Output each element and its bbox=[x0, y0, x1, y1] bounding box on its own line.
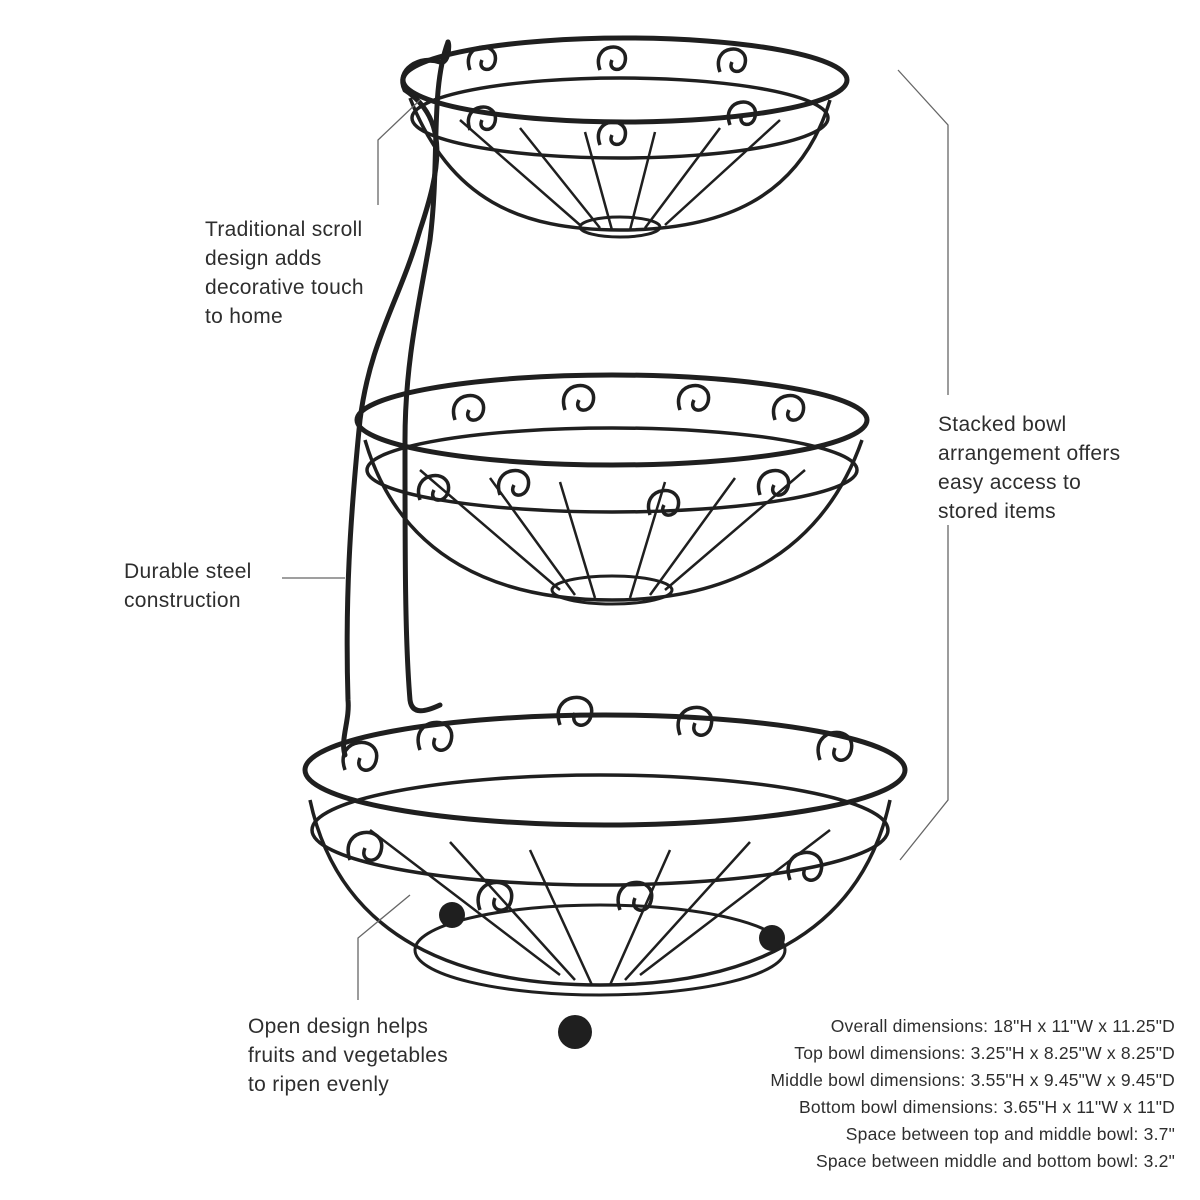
callout-line: Durable steel bbox=[124, 560, 252, 583]
callout-line: design adds bbox=[205, 247, 322, 270]
dimension-overall: Overall dimensions: 18"H x 11"W x 11.25"… bbox=[830, 1016, 1175, 1036]
callout-line: to ripen evenly bbox=[248, 1073, 390, 1096]
top-bowl bbox=[400, 35, 850, 239]
callout-line: easy access to bbox=[938, 471, 1082, 494]
callout-open-design: Open design helps fruits and vegetables … bbox=[248, 1012, 448, 1099]
dimension-bottom-bowl: Bottom bowl dimensions: 3.65"H x 11"W x … bbox=[799, 1097, 1175, 1117]
callout-line: Open design helps bbox=[248, 1015, 429, 1038]
callout-line: Stacked bowl bbox=[938, 413, 1067, 436]
dimension-space-top-middle: Space between top and middle bowl: 3.7" bbox=[845, 1124, 1175, 1144]
bottom-bowl bbox=[302, 695, 908, 997]
middle-bowl bbox=[354, 372, 870, 606]
leader-lines bbox=[282, 69, 949, 1000]
callout-line: stored items bbox=[938, 500, 1056, 523]
callout-scroll-design: Traditional scroll design adds decorativ… bbox=[205, 215, 364, 331]
callout-line: to home bbox=[205, 305, 283, 328]
callout-line: Traditional scroll bbox=[205, 218, 363, 241]
dimensions-list: Overall dimensions: 18"H x 11"W x 11.25"… bbox=[770, 1013, 1175, 1175]
dimension-space-middle-bottom: Space between middle and bottom bowl: 3.… bbox=[816, 1151, 1175, 1171]
callout-line: construction bbox=[124, 589, 241, 612]
callout-durable-steel: Durable steel construction bbox=[124, 557, 252, 615]
dimension-middle-bowl: Middle bowl dimensions: 3.55"H x 9.45"W … bbox=[770, 1070, 1175, 1090]
callout-line: fruits and vegetables bbox=[248, 1044, 449, 1067]
callout-line: decorative touch bbox=[205, 276, 364, 299]
callout-stacked-bowls: Stacked bowl arrangement offers easy acc… bbox=[938, 410, 1120, 526]
callout-line: arrangement offers bbox=[938, 442, 1121, 465]
ball-feet bbox=[439, 902, 785, 1049]
dimension-top-bowl: Top bowl dimensions: 3.25"H x 8.25"W x 8… bbox=[794, 1043, 1175, 1063]
